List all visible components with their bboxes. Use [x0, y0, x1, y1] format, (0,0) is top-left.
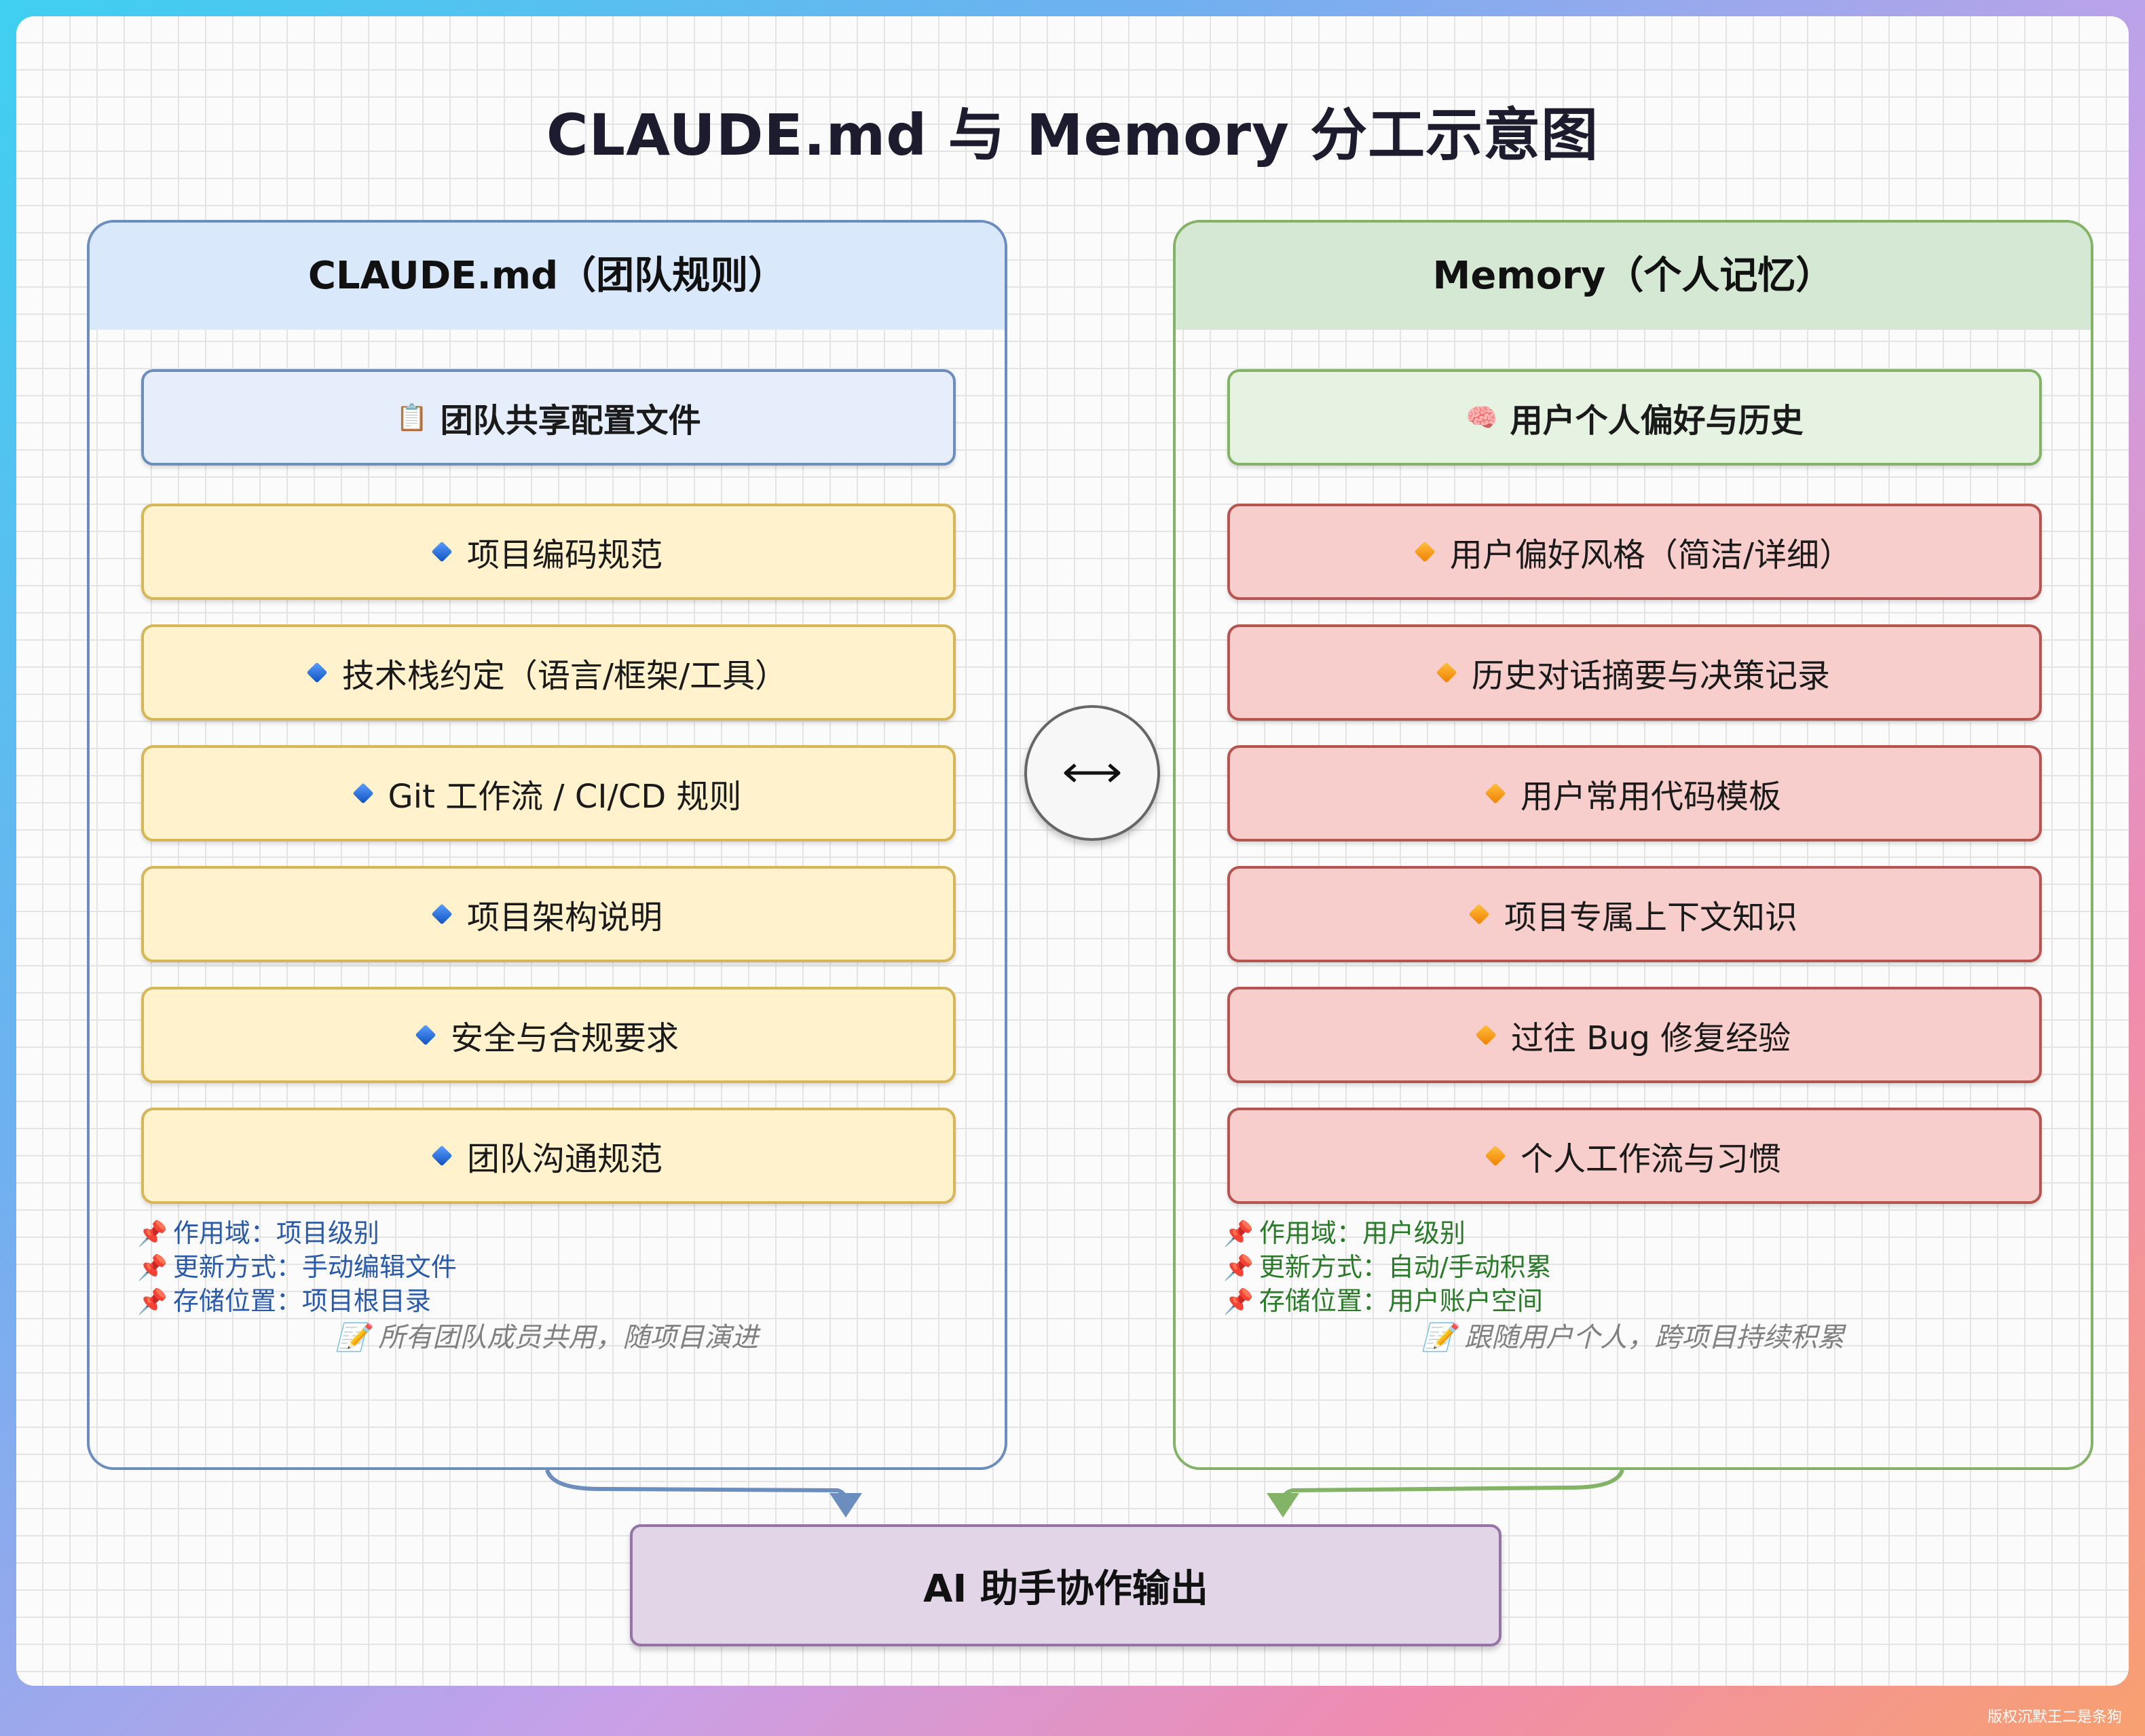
meta-line: 📌作用域：用户级别: [1223, 1218, 1466, 1248]
left-item: 团队沟通规范: [141, 1108, 956, 1204]
right-item-label: 历史对话摘要与决策记录: [1471, 657, 1830, 695]
ai-assistant-output-box: AI 助手协作输出: [630, 1524, 1502, 1646]
right-item: 过往 Bug 修复经验: [1227, 987, 2042, 1083]
left-item-label: 项目架构说明: [466, 899, 663, 937]
left-item: 安全与合规要求: [141, 987, 956, 1083]
meta-line: 📌更新方式：自动/手动积累: [1223, 1252, 1552, 1282]
meta-line: 📌更新方式：手动编辑文件: [137, 1252, 457, 1282]
left-meta: 📌作用域：项目级别 📌更新方式：手动编辑文件 📌存储位置：项目根目录: [137, 1217, 457, 1319]
left-item: Git 工作流 / CI/CD 规则: [141, 745, 956, 842]
meta-line: 📌作用域：项目级别: [137, 1218, 379, 1248]
clipboard-icon: 📋: [396, 402, 428, 432]
diagram-canvas: CLAUDE.md 与 Memory 分工示意图 CLAUDE.md（团队规则）…: [16, 16, 2129, 1686]
pushpin-icon: 📌: [137, 1220, 168, 1248]
left-item: 技术栈约定（语言/框架/工具）: [141, 624, 956, 721]
memory-panel-header: Memory（个人记忆）: [1176, 223, 2091, 330]
claude-md-panel-header: CLAUDE.md（团队规则）: [90, 223, 1005, 330]
double-arrow-glyph: [1064, 763, 1121, 782]
pushpin-icon: 📌: [137, 1288, 168, 1316]
right-item-label: 用户常用代码模板: [1520, 778, 1781, 816]
left-item-label: Git 工作流 / CI/CD 规则: [388, 778, 742, 816]
watermark: 版权沉默王二是条狗: [1987, 1709, 2122, 1726]
left-arrowhead: [829, 1493, 862, 1517]
right-item: 用户常用代码模板: [1227, 745, 2042, 842]
team-shared-config-box: 📋 团队共享配置文件: [141, 369, 956, 466]
pushpin-icon: 📌: [1223, 1220, 1254, 1248]
pushpin-icon: 📌: [137, 1254, 168, 1282]
right-arrowhead: [1267, 1493, 1299, 1517]
memo-icon: 📝: [1421, 1322, 1456, 1353]
brain-icon: 🧠: [1466, 402, 1498, 432]
left-right-arrow-icon: [1024, 705, 1160, 841]
right-item-label: 个人工作流与习惯: [1520, 1140, 1781, 1178]
right-item-label: 过往 Bug 修复经验: [1510, 1019, 1791, 1057]
right-item-label: 项目专属上下文知识: [1504, 899, 1797, 937]
memory-panel: Memory（个人记忆） 🧠 用户个人偏好与历史 用户偏好风格（简洁/详细） 历…: [1173, 220, 2093, 1470]
claude-md-panel: CLAUDE.md（团队规则） 📋 团队共享配置文件 项目编码规范 技术栈约定（…: [87, 220, 1007, 1470]
pushpin-icon: 📌: [1223, 1288, 1254, 1316]
right-meta: 📌作用域：用户级别 📌更新方式：自动/手动积累 📌存储位置：用户账户空间: [1223, 1217, 1552, 1319]
left-item-label: 团队沟通规范: [466, 1140, 663, 1178]
right-item-label: 用户偏好风格（简洁/详细）: [1449, 536, 1852, 574]
left-item: 项目架构说明: [141, 866, 956, 962]
connector-arrows: [545, 1469, 1624, 1517]
left-item-label: 技术栈约定（语言/框架/工具）: [341, 657, 788, 695]
right-item: 项目专属上下文知识: [1227, 866, 2042, 962]
team-shared-config-label: 团队共享配置文件: [440, 402, 701, 440]
right-note: 📝 跟随用户个人，跨项目持续积累: [1421, 1322, 1845, 1353]
left-item: 项目编码规范: [141, 504, 956, 600]
meta-line: 📌存储位置：用户账户空间: [1223, 1286, 1543, 1316]
memo-icon: 📝: [335, 1322, 370, 1353]
left-note: 📝 所有团队成员共用，随项目演进: [335, 1322, 759, 1353]
right-item: 用户偏好风格（简洁/详细）: [1227, 504, 2042, 600]
meta-line: 📌存储位置：项目根目录: [137, 1286, 431, 1316]
diagram-title: CLAUDE.md 与 Memory 分工示意图: [546, 102, 1599, 168]
pushpin-icon: 📌: [1223, 1254, 1254, 1282]
user-preference-box: 🧠 用户个人偏好与历史: [1227, 369, 2042, 466]
right-to-output-arrow: [1281, 1469, 1624, 1503]
right-item: 历史对话摘要与决策记录: [1227, 624, 2042, 721]
left-item-label: 项目编码规范: [466, 536, 663, 574]
left-to-output-arrow: [545, 1469, 848, 1503]
left-item-label: 安全与合规要求: [450, 1019, 679, 1057]
user-preference-label: 用户个人偏好与历史: [1510, 402, 1804, 440]
right-item: 个人工作流与习惯: [1227, 1108, 2042, 1204]
